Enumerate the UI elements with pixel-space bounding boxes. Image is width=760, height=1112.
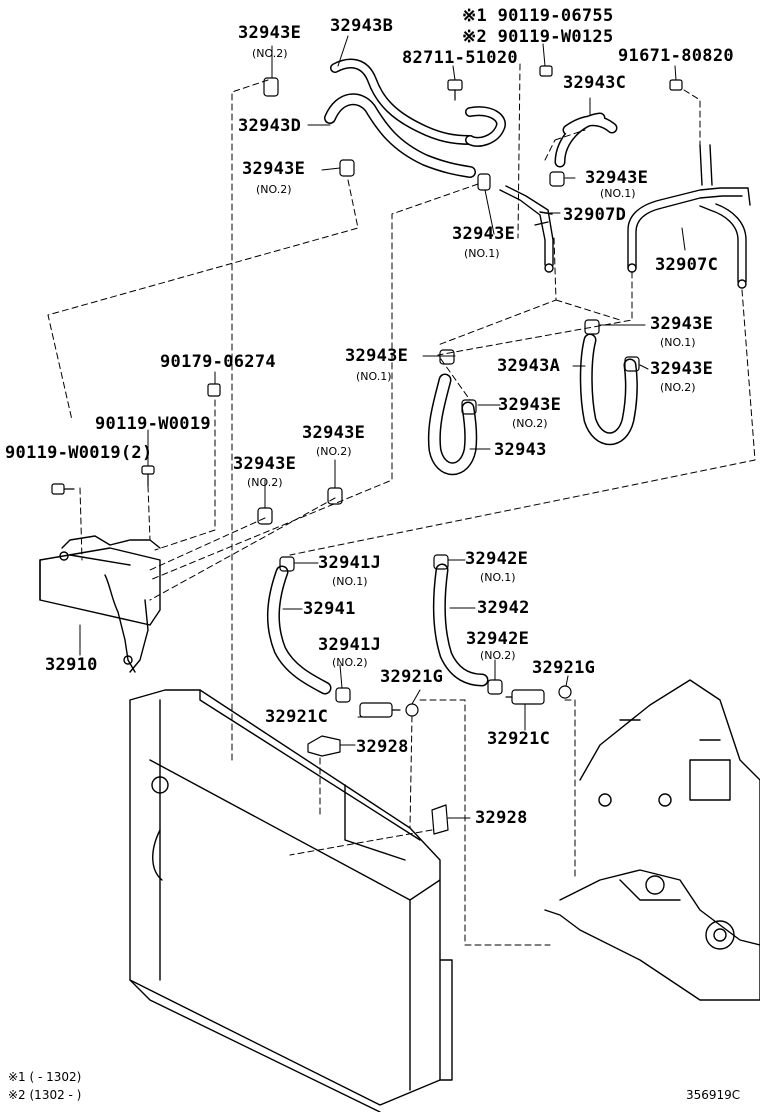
- part-label-32928-lower: 32928: [475, 808, 528, 828]
- part-sublabel-no2: (NO.2): [316, 445, 352, 458]
- part-label-32942E-bottom: 32942E: [466, 629, 530, 649]
- legend-note-1: ※1 ( - 1302): [8, 1070, 82, 1084]
- hose-32943A: [579, 333, 638, 446]
- part-label-90119-W0019-x2: 90119-W0019(2): [5, 443, 153, 463]
- part-label-32941: 32941: [303, 599, 356, 619]
- leader-lines: [79, 35, 686, 819]
- part-label-32941J-bottom: 32941J: [318, 635, 382, 655]
- part-label-32943E-left: 32943E: [242, 159, 306, 179]
- bolt-icons: [51, 65, 683, 495]
- legend-note-2: ※2 (1302 - ): [8, 1088, 82, 1102]
- part-label-91671-80820: 91671-80820: [618, 46, 734, 66]
- part-sublabel-no2: (NO.2): [660, 381, 696, 394]
- hose-32942: [432, 563, 489, 687]
- part-label-90119-W0019: 90119-W0019: [95, 414, 211, 434]
- part-label-90119-W0125: ※2 90119-W0125: [462, 27, 614, 47]
- part-label-32943E-lower: 32943E: [498, 395, 562, 415]
- part-sublabel-no2: (NO.2): [252, 47, 288, 60]
- pipe-32907D: [499, 185, 554, 273]
- part-sublabel-no2: (NO.2): [247, 476, 283, 489]
- part-sublabel-no1: (NO.1): [464, 247, 500, 260]
- routing-lines: [47, 63, 756, 946]
- part-label-32943E-lower-left: 32943E: [233, 454, 297, 474]
- part-sublabel-no2: (NO.2): [512, 417, 548, 430]
- part-sublabel-no1: (NO.1): [332, 575, 368, 588]
- part-label-32943E-center: 32943E: [345, 346, 409, 366]
- part-sublabel-no1: (NO.1): [480, 571, 516, 584]
- pipe-32907C: [627, 144, 751, 289]
- part-sublabel-no2: (NO.2): [332, 656, 368, 669]
- part-label-32943: 32943: [494, 440, 547, 460]
- hose-loop-top: [465, 106, 506, 147]
- part-sublabel-no2: (NO.2): [480, 649, 516, 662]
- hose-32941: [267, 565, 332, 695]
- part-sublabel-no2: (NO.2): [256, 183, 292, 196]
- part-sublabel-no1: (NO.1): [600, 187, 636, 200]
- part-label-32942E-top: 32942E: [465, 549, 529, 569]
- part-label-32941J-top: 32941J: [318, 553, 382, 573]
- hose-32943C: [554, 112, 618, 168]
- oil-cooler-32910: [39, 535, 161, 673]
- part-label-32921G-right: 32921G: [532, 658, 596, 678]
- part-label-32907C: 32907C: [655, 255, 719, 275]
- part-label-32943E-top-left: 32943E: [238, 23, 302, 43]
- part-label-32943E-right: 32943E: [650, 314, 714, 334]
- part-label-32943A: 32943A: [497, 356, 561, 376]
- part-label-90179-06274: 90179-06274: [160, 352, 276, 372]
- connector-icons: [307, 685, 572, 835]
- part-label-32921C-right: 32921C: [487, 729, 551, 749]
- hose-32943: [427, 373, 478, 476]
- part-label-32943E-mid: 32943E: [452, 224, 516, 244]
- hose-32943D: [324, 93, 476, 178]
- part-label-32943E-right-low: 32943E: [650, 359, 714, 379]
- transmission: [544, 679, 760, 1001]
- diagram-id: 356919C: [686, 1088, 741, 1102]
- part-label-32943D: 32943D: [238, 116, 302, 136]
- part-label-32910: 32910: [45, 655, 98, 675]
- part-sublabel-no1: (NO.1): [356, 370, 392, 383]
- part-label-90119-06755: ※1 90119-06755: [462, 6, 614, 26]
- part-label-32928-upper: 32928: [356, 737, 409, 757]
- part-label-32907D: 32907D: [563, 205, 627, 225]
- hose-32943B: [330, 58, 475, 145]
- part-label-32943B: 32943B: [330, 16, 394, 36]
- part-label-32921G-left: 32921G: [380, 667, 444, 687]
- part-label-32943C: 32943C: [563, 73, 627, 93]
- part-label-32943E-lower-right: 32943E: [302, 423, 366, 443]
- part-sublabel-no1: (NO.1): [660, 336, 696, 349]
- part-label-82711-51020: 82711-51020: [402, 48, 518, 68]
- radiator: [129, 689, 453, 1112]
- part-label-32942: 32942: [477, 598, 530, 618]
- part-label-32921C-left: 32921C: [265, 707, 329, 727]
- part-label-32943E-right-top: 32943E: [585, 168, 649, 188]
